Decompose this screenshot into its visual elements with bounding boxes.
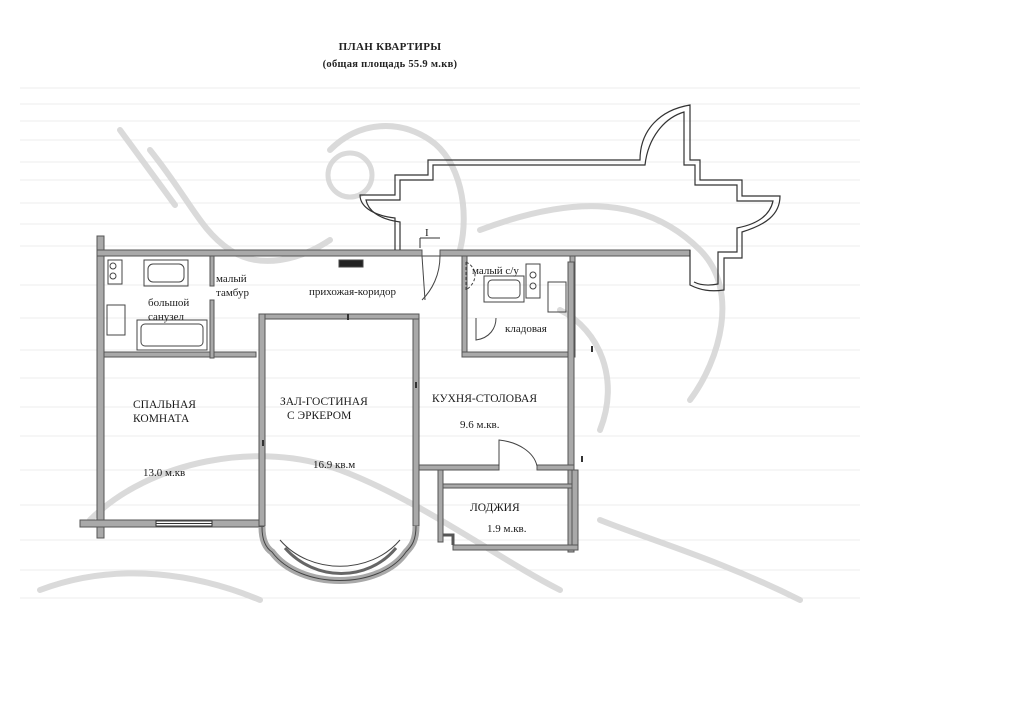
big-bathroom-label-1: большой: [148, 297, 189, 309]
loggia-area: 1.9 м.кв.: [487, 523, 527, 535]
kitchen-name: КУХНЯ-СТОЛОВАЯ: [432, 393, 537, 405]
bedroom-window: [155, 520, 213, 527]
small-wc-label: малый с/у: [472, 265, 519, 277]
section-mark: I: [419, 227, 440, 248]
bedroom-name-1: СПАЛЬНАЯ: [133, 399, 196, 411]
storage-label: кладовая: [505, 323, 547, 335]
balcony-outline: [359, 104, 781, 292]
small-vestibule-label-1: малый: [216, 273, 247, 285]
big-bathroom-fixtures: [106, 259, 208, 351]
small-vestibule-label-2: тамбур: [216, 287, 249, 299]
big-bathroom-label-2: санузел: [148, 311, 185, 323]
room-labels: малый тамбур прихожая-коридор большой са…: [133, 265, 547, 535]
loggia-name: ЛОДЖИЯ: [470, 502, 520, 514]
watermark-emblem: [37, 123, 803, 603]
hallway-label: прихожая-коридор: [309, 286, 397, 298]
entrance-door: [338, 255, 441, 301]
loggia-door: [498, 439, 538, 467]
living-room-name-1: ЗАЛ-ГОСТИНАЯ: [280, 396, 368, 408]
plan-title: ПЛАН КВАРТИРЫ: [338, 41, 442, 53]
bay-window: [258, 525, 420, 584]
bedroom-area: 13.0 м.кв: [143, 467, 185, 479]
living-room-name-2: С ЭРКЕРОМ: [287, 410, 351, 422]
storage-door: [475, 317, 497, 341]
small-wc-fixtures: [465, 261, 567, 313]
wall-ticks: [262, 314, 593, 462]
kitchen-area: 9.6 м.кв.: [460, 419, 500, 431]
svg-text:I: I: [425, 227, 429, 239]
living-room-area: 16.9 кв.м: [313, 459, 355, 471]
loggia-notch: [443, 533, 455, 545]
plan-subtitle: (общая площадь 55.9 м.кв): [322, 59, 458, 70]
bedroom-name-2: КОМНАТА: [133, 413, 190, 425]
